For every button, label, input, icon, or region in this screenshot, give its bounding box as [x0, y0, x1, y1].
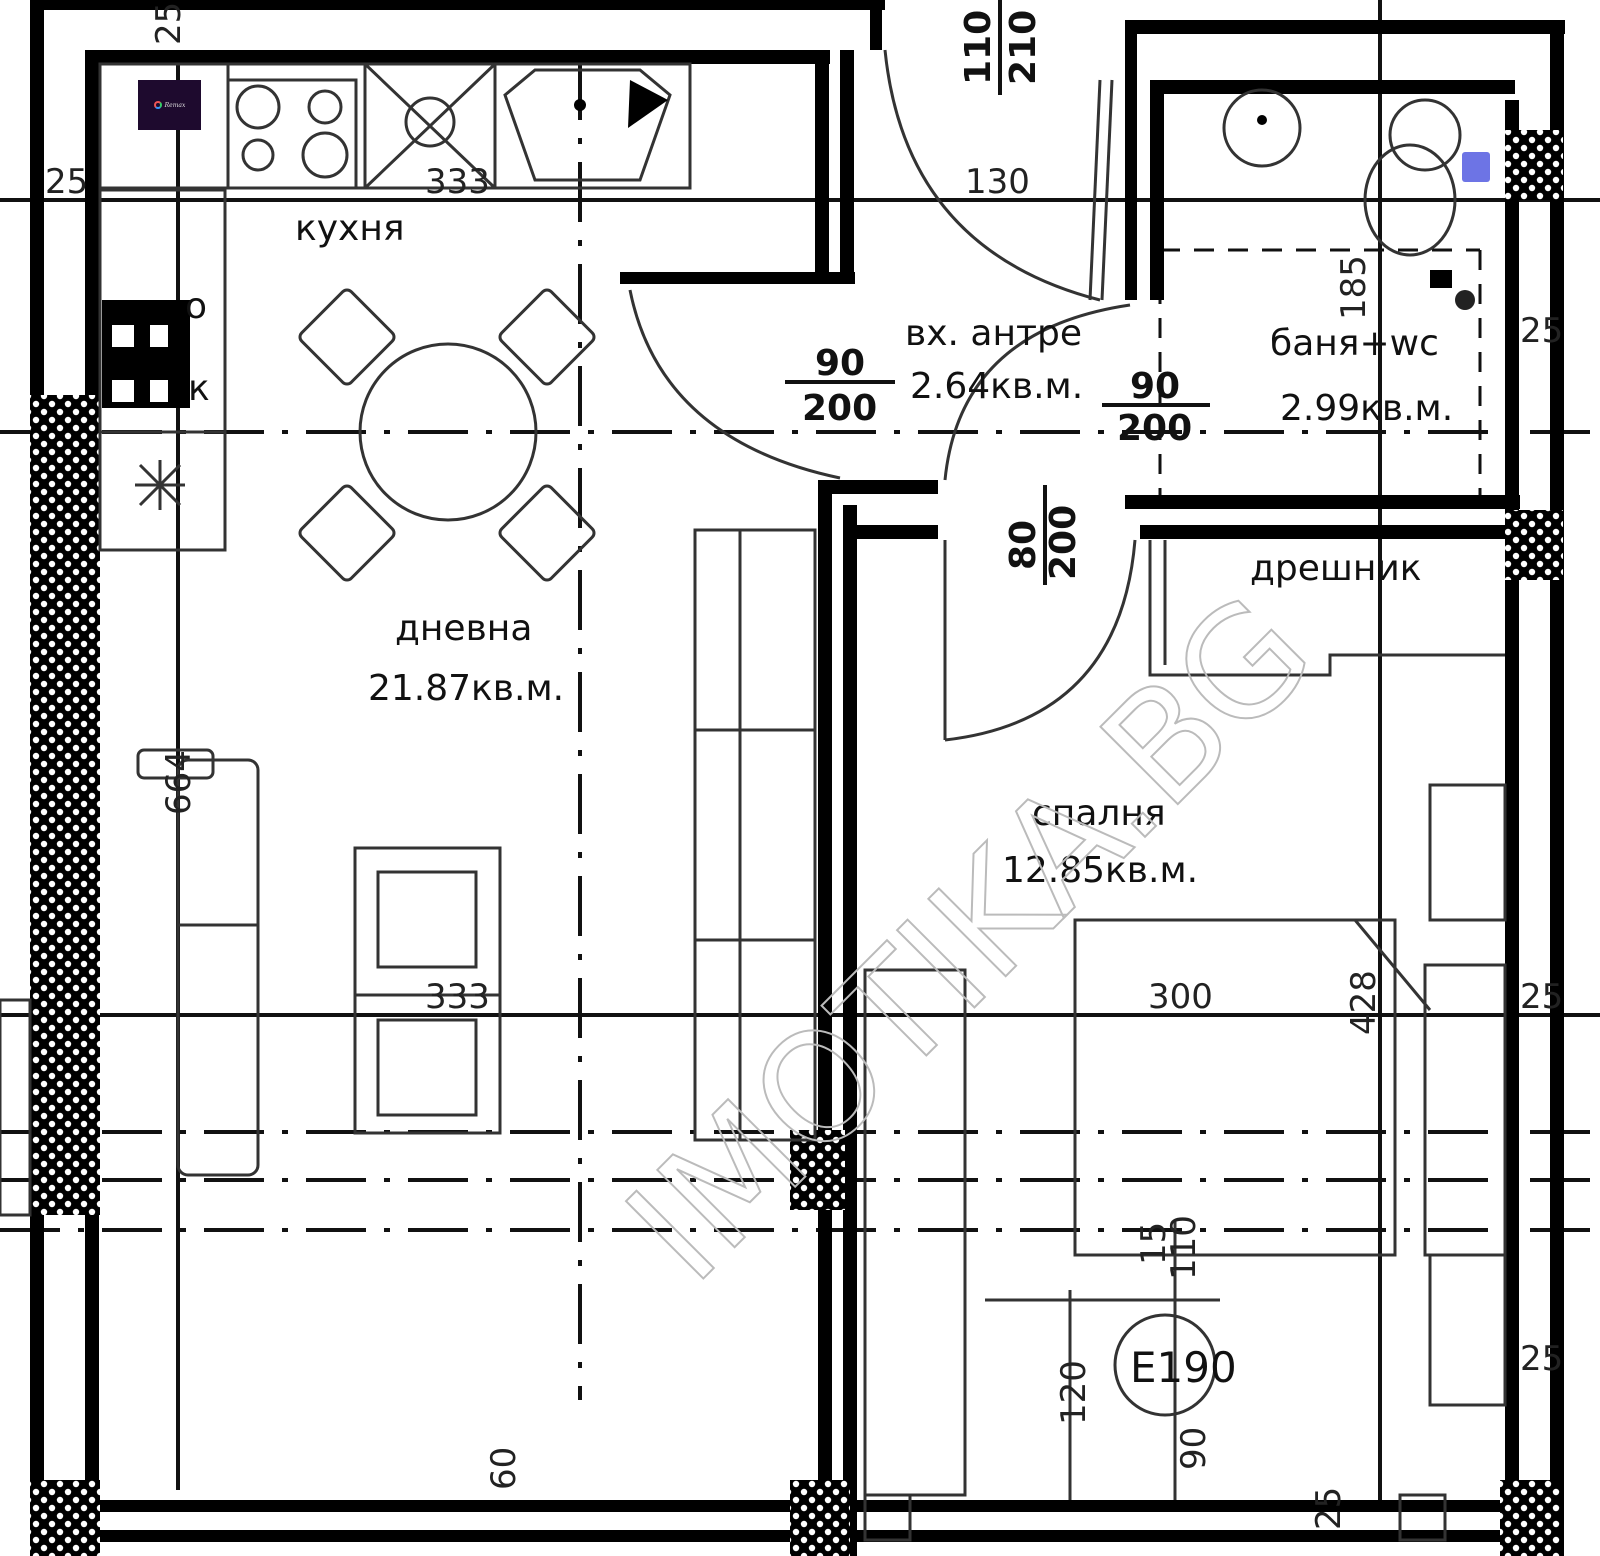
door-label-bedroom: 80 200 — [1003, 485, 1084, 585]
svg-text:80: 80 — [1003, 520, 1044, 570]
washbasin-icon — [1222, 88, 1302, 168]
toilet-icon — [1363, 143, 1457, 257]
sink-icon — [503, 68, 672, 182]
room-living-name: дневна — [395, 608, 532, 649]
svg-text:90: 90 — [815, 343, 865, 384]
svg-text:15: 15 — [1134, 1222, 1174, 1265]
living-furniture — [0, 528, 817, 1217]
room-bedroom-area: 12.85кв.м. — [1002, 850, 1198, 891]
svg-text:25: 25 — [1520, 311, 1563, 351]
kitchen-counter — [98, 62, 692, 552]
stove-icon — [226, 78, 358, 190]
room-bath-name: баня+wc — [1270, 323, 1439, 364]
svg-text:300: 300 — [1148, 977, 1213, 1017]
door-swings — [628, 49, 1137, 742]
asterisk-icon — [135, 460, 185, 510]
room-wardrobe-name: дрешник — [1250, 548, 1422, 589]
logo-text: Remax — [164, 101, 186, 109]
svg-text:60: 60 — [484, 1447, 524, 1490]
brand-logo: Remax — [138, 80, 201, 130]
svg-text:210: 210 — [1003, 10, 1044, 85]
svg-text:120: 120 — [1054, 1360, 1094, 1425]
room-bath-area: 2.99кв.м. — [1280, 388, 1453, 429]
svg-text:25: 25 — [1520, 977, 1563, 1017]
svg-text:110: 110 — [1164, 1215, 1204, 1280]
svg-text:200: 200 — [802, 388, 877, 429]
door-label-entrance: 110 210 — [958, 0, 1044, 95]
window-type-label: E190 — [1130, 1343, 1237, 1392]
cooktop-icon — [363, 62, 497, 190]
dining-table — [298, 288, 596, 582]
dimension-labels: 25 25 333 130 185 25 664 333 300 428 25 … — [45, 2, 1563, 1530]
svg-text:130: 130 — [965, 162, 1030, 202]
room-kitchen-name: кухня — [295, 208, 405, 249]
svg-text:664: 664 — [159, 750, 199, 815]
partial-label-top: о — [185, 286, 207, 327]
partial-label-bottom: к — [188, 368, 210, 409]
door-label-hall-bath: 90 200 — [1102, 366, 1210, 449]
room-bedroom-name: спалня — [1032, 793, 1166, 834]
walls — [30, 0, 1565, 1556]
svg-text:90: 90 — [1130, 366, 1180, 407]
svg-text:25: 25 — [1520, 1339, 1563, 1379]
room-hall-area: 2.64кв.м. — [910, 366, 1083, 407]
svg-text:333: 333 — [425, 977, 490, 1017]
svg-text:428: 428 — [1344, 970, 1384, 1035]
door-label-hall-living: 90 200 — [785, 343, 895, 429]
svg-text:25: 25 — [1309, 1487, 1349, 1530]
bath-fixtures — [1222, 88, 1475, 310]
svg-text:185: 185 — [1334, 255, 1374, 320]
svg-text:25: 25 — [149, 2, 189, 45]
logo-ring-icon — [153, 101, 162, 109]
room-hall-name: вх. антре — [905, 313, 1082, 354]
svg-text:200: 200 — [1043, 505, 1084, 580]
blue-marker-icon — [1462, 152, 1490, 182]
axis-lines — [0, 0, 1600, 1500]
window-type-marker: E190 — [985, 1220, 1237, 1500]
svg-text:110: 110 — [958, 10, 999, 85]
svg-text:333: 333 — [425, 162, 490, 202]
svg-text:200: 200 — [1117, 408, 1192, 449]
bedroom-furniture — [863, 540, 1507, 1542]
svg-text:90: 90 — [1174, 1427, 1214, 1470]
svg-text:25: 25 — [45, 162, 88, 202]
room-living-area: 21.87кв.м. — [368, 668, 564, 709]
